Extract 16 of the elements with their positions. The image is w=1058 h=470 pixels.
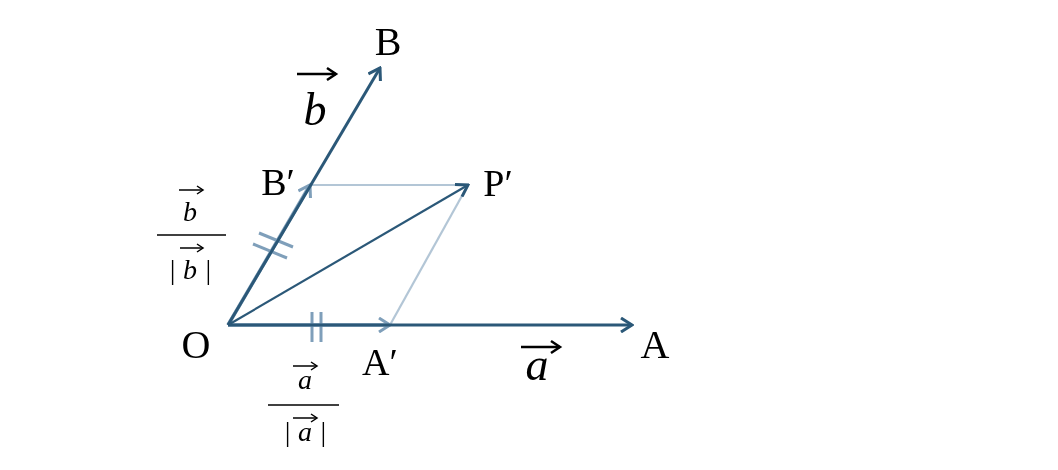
vector-arrow — [226, 183, 312, 326]
point-label: O — [181, 325, 211, 365]
point-label: A — [640, 325, 670, 365]
point-label: A′ — [362, 343, 398, 381]
vector-arrow — [227, 183, 470, 326]
vector-label: b — [303, 87, 327, 133]
vector-arrow — [226, 66, 382, 326]
point-label: B — [374, 22, 402, 62]
point-label: P′ — [483, 164, 513, 202]
vector-label: | b | — [168, 256, 212, 284]
vector-label: b — [183, 198, 197, 226]
vector-label: a — [525, 342, 549, 388]
vector-label: | a | — [283, 418, 327, 446]
point-label: B′ — [261, 163, 295, 201]
vector-label: a — [298, 366, 312, 394]
vector-arrow — [228, 316, 634, 334]
